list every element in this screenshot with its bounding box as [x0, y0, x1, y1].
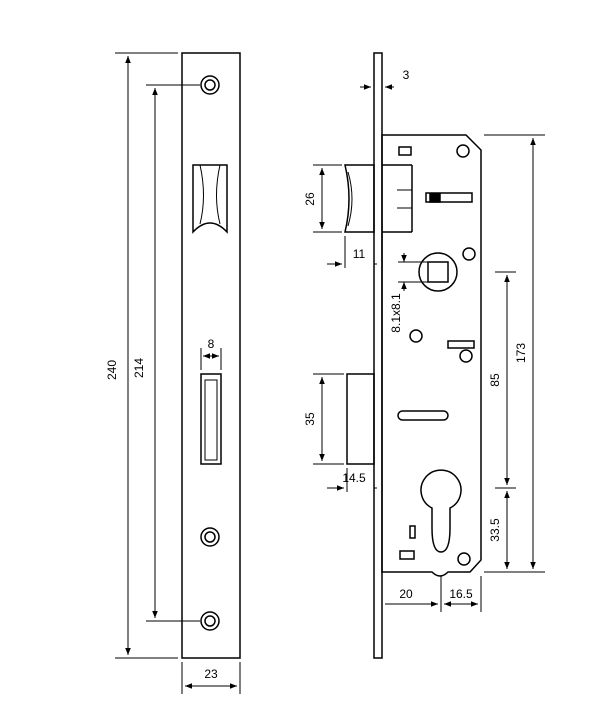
dim-faceplate-width: 23 [204, 667, 218, 681]
dim-bolt-height: 35 [303, 412, 317, 426]
dim-latch-height: 26 [303, 192, 317, 206]
dim-slot-width: 8 [208, 337, 215, 351]
latch-bolt-opening [192, 164, 228, 234]
dim-backset: 20 [399, 587, 413, 601]
euro-cylinder-cutout [420, 469, 462, 553]
spindle-hub [418, 252, 458, 292]
lock-body-side-view [344, 52, 482, 659]
dim-square-spindle: 8.1x8.1 [389, 293, 403, 333]
lock-case-outline [381, 134, 482, 577]
lever-slot [425, 192, 473, 203]
faceplate-front-view [181, 52, 241, 659]
front-dimension-lines [115, 52, 241, 694]
dim-latch-projection: 11 [353, 247, 366, 261]
dim-body-height: 173 [514, 343, 528, 363]
side-faceplate [373, 52, 383, 659]
dim-screw-spacing: 214 [132, 358, 146, 378]
deadbolt-slot [200, 373, 222, 465]
case-slot [397, 410, 449, 421]
latch-bolt [344, 164, 413, 233]
faceplate-outline [181, 52, 241, 659]
side-dimension-lines [313, 84, 545, 612]
dim-plate-thickness: 3 [403, 68, 410, 82]
screw-hole-middle [200, 527, 220, 547]
dim-center-distance: 85 [488, 373, 502, 387]
dim-cylinder-offset: 33.5 [488, 518, 502, 542]
screw-hole-top [200, 75, 220, 95]
deadbolt [346, 373, 375, 465]
dim-faceplate-length: 240 [105, 360, 119, 380]
screw-hole-bottom [200, 611, 220, 631]
dim-bolt-projection: 14.5 [342, 471, 366, 485]
dim-cylinder-to-edge: 16.5 [449, 587, 473, 601]
